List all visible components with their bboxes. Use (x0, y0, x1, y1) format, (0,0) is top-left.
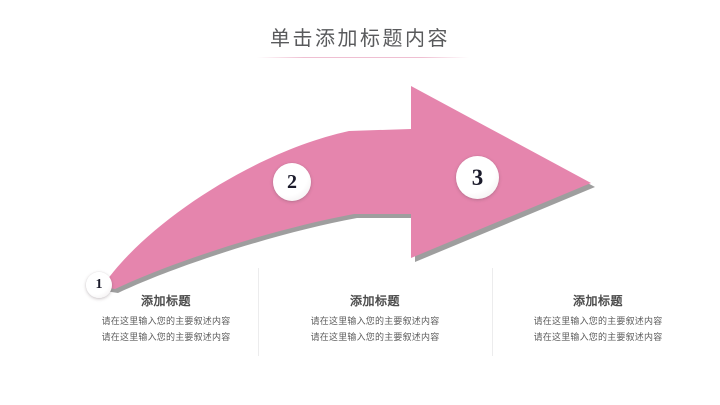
text-column-3-line-2: 请在这里输入您的主要叙述内容 (533, 332, 663, 343)
step-badge-2[interactable]: 2 (273, 163, 311, 201)
text-column-3[interactable]: 添加标题 请在这里输入您的主要叙述内容 请在这里输入您的主要叙述内容 (489, 294, 707, 346)
step-badge-3-label: 3 (471, 165, 484, 190)
title-underline (257, 57, 469, 58)
text-column-1-line-2: 请在这里输入您的主要叙述内容 (101, 332, 231, 343)
text-column-2-line-2: 请在这里输入您的主要叙述内容 (310, 332, 440, 343)
text-column-1[interactable]: 添加标题 请在这里输入您的主要叙述内容 请在这里输入您的主要叙述内容 (57, 294, 275, 346)
step-badge-3[interactable]: 3 (456, 156, 499, 199)
step-badge-2-label: 2 (287, 171, 297, 193)
text-column-2-line-1: 请在这里输入您的主要叙述内容 (310, 316, 440, 327)
text-column-1-heading: 添加标题 (140, 294, 191, 308)
text-column-2[interactable]: 添加标题 请在这里输入您的主要叙述内容 请在这里输入您的主要叙述内容 (266, 294, 484, 346)
column-divider-2 (492, 268, 493, 356)
column-divider-1 (258, 268, 259, 356)
text-column-3-heading: 添加标题 (572, 294, 623, 308)
step-badge-1[interactable]: 1 (86, 272, 112, 298)
text-column-2-heading: 添加标题 (349, 294, 400, 308)
arrow-body (102, 86, 591, 289)
arrow-shadow (105, 90, 595, 293)
step-badge-1-label: 1 (95, 277, 103, 292)
text-column-3-line-1: 请在这里输入您的主要叙述内容 (533, 316, 663, 327)
page-title: 单击添加标题内容 (270, 28, 450, 50)
text-column-1-line-1: 请在这里输入您的主要叙述内容 (101, 316, 231, 327)
